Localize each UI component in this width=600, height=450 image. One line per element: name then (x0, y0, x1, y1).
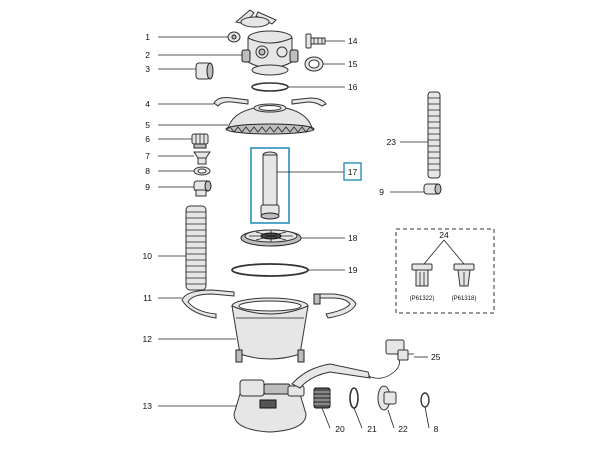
part-14-gauge-screw (305, 33, 326, 49)
part-9-hose-adapter-right (423, 183, 442, 195)
part-22-strainer-cap (377, 385, 397, 411)
part-25-power-cord (367, 339, 414, 379)
callout-2: 2 (145, 50, 150, 60)
part-11-tank-clamp (181, 289, 357, 319)
callout-8-right: 8 (434, 424, 439, 434)
part-1-valve-handle (227, 9, 277, 43)
callout-24: 24 (439, 230, 449, 240)
part-4-clamp (213, 97, 327, 107)
callout-6: 6 (145, 134, 150, 144)
part-17-lateral-tube (250, 147, 290, 224)
callout-25: 25 (431, 352, 441, 362)
part-7-connector (193, 151, 211, 165)
callout-9-right: 9 (379, 187, 384, 197)
callout-9: 9 (145, 182, 150, 192)
callout-10: 10 (143, 251, 153, 261)
callout-8: 8 (145, 166, 150, 176)
part-24-kit-box (395, 228, 495, 314)
part-19-tank-o-ring (231, 263, 309, 277)
part-16-valve-o-ring (251, 82, 289, 92)
part-15-o-ring (304, 56, 324, 72)
part-21-o-ring (349, 387, 359, 409)
callout-20: 20 (335, 424, 345, 434)
callout-1: 1 (145, 32, 150, 42)
part-2-multiport-valve (241, 30, 299, 76)
callout-4: 4 (145, 99, 150, 109)
callout-3: 3 (145, 64, 150, 74)
callout-17-box (343, 162, 362, 181)
part-9-hose-adapter (193, 180, 212, 197)
callout-22: 22 (398, 424, 408, 434)
callout-17: 17 (348, 167, 358, 177)
callout-13: 13 (143, 401, 153, 411)
part-3-plug (195, 62, 214, 80)
part-18-laterals-hub (240, 229, 302, 247)
callout-19: 19 (348, 265, 358, 275)
callout-5: 5 (145, 120, 150, 130)
callout-16: 16 (348, 82, 358, 92)
part-8-o-ring-right (420, 392, 430, 408)
part-6-air-release (191, 133, 209, 149)
callout-18: 18 (348, 233, 358, 243)
callout-labels: 1 2 3 4 5 6 7 8 9 10 11 12 13 14 15 16 1… (143, 32, 477, 434)
callout-14: 14 (348, 36, 358, 46)
part-20-strainer (313, 387, 331, 409)
callout-21: 21 (367, 424, 377, 434)
callout-7: 7 (145, 151, 150, 161)
callout-11: 11 (143, 293, 152, 303)
leader-lines (158, 36, 430, 429)
callout-23: 23 (387, 137, 397, 147)
part-8-small-o-ring (193, 166, 211, 176)
kit-code-right: (P61318) (452, 296, 477, 302)
part-5-tank-lid (225, 103, 315, 135)
part-12-tank-body (231, 297, 309, 363)
callout-15: 15 (348, 59, 358, 69)
kit-code-left: (P61322) (410, 296, 435, 302)
callout-12: 12 (143, 334, 153, 344)
part-23-long-hose (427, 91, 441, 179)
part-13-pump-base (233, 363, 371, 433)
part-10-hose (185, 205, 207, 291)
